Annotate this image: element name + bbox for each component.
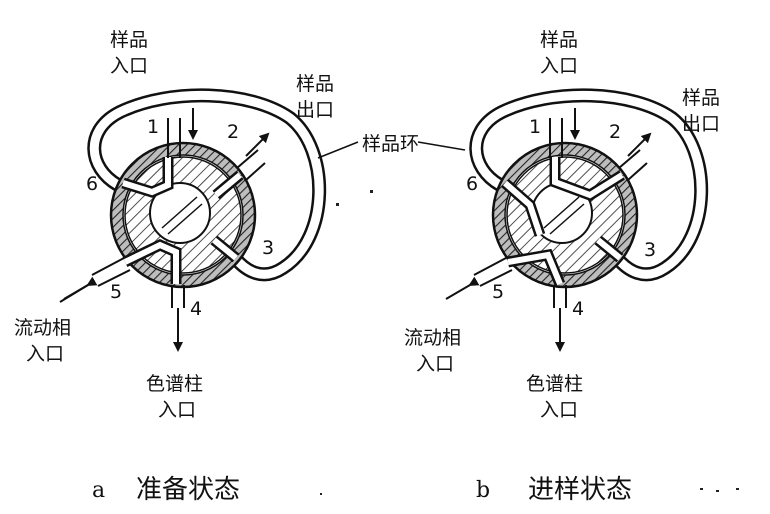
leader-line (317, 141, 359, 159)
port-label: 1 (529, 116, 541, 138)
sample-outlet-label: 出口 (682, 113, 720, 135)
port-label: 2 (609, 121, 621, 143)
column-inlet-label: 入口 (158, 399, 196, 421)
port-label: 6 (86, 173, 98, 195)
port-label: 2 (227, 121, 239, 143)
panel-b-title: 进样状态 (528, 475, 632, 505)
port-label: 3 (262, 237, 274, 259)
port-label: 5 (492, 281, 504, 303)
sample-inlet-label: 入口 (540, 55, 578, 77)
sample-inlet-label: 样品 (540, 29, 578, 51)
panel-b-letter: b (476, 478, 490, 503)
panel-b: 1 2 3 4 5 6 样品 入口 样品 出口 流动相 入口 色谱柱 入口 b … (320, 29, 739, 505)
column-inlet-label: 色谱柱 (146, 373, 203, 395)
sample-inlet-label: 入口 (110, 55, 148, 77)
port-label: 1 (147, 116, 159, 138)
sample-loop-label: 样品环 (362, 133, 419, 155)
column-inlet-label: 色谱柱 (526, 373, 583, 395)
port-label: 6 (466, 173, 478, 195)
port-label: 4 (572, 298, 584, 320)
mobile-inlet-label: 流动相 (404, 327, 461, 349)
leader-line (417, 141, 466, 151)
port-label: 4 (190, 298, 202, 320)
mobile-inlet-label: 入口 (26, 343, 64, 365)
mobile-inlet-label: 流动相 (14, 317, 71, 339)
mobile-inlet-label: 入口 (416, 353, 454, 375)
sample-inlet-label: 样品 (110, 29, 148, 51)
sample-outlet-label: 出口 (296, 99, 334, 121)
panel-a-letter: a (92, 478, 105, 503)
port-label: 3 (644, 239, 656, 261)
panel-a: 1 2 3 4 5 6 样品 入口 样品 出口 流动相 入口 色谱柱 入口 a … (14, 29, 373, 505)
port-label: 5 (110, 281, 122, 303)
sample-outlet-label: 样品 (296, 73, 334, 95)
sample-outlet-label: 样品 (682, 87, 720, 109)
panel-a-title: 准备状态 (136, 475, 240, 505)
column-inlet-label: 入口 (540, 399, 578, 421)
